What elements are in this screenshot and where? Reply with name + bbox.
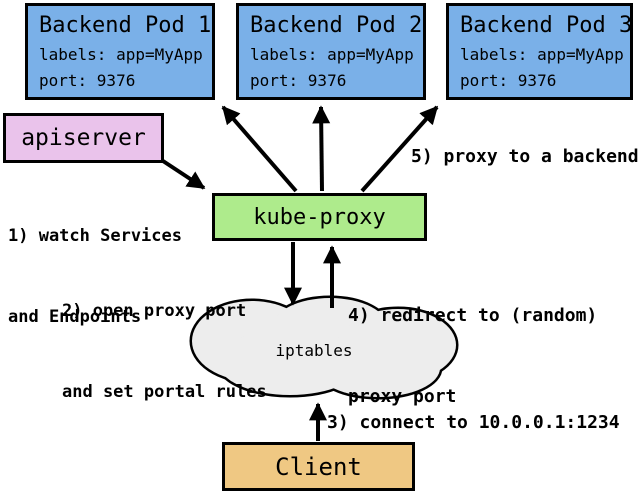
pod-labels: labels: app=MyApp [39,45,203,64]
step2-line1: 2) open proxy port [62,301,247,321]
arrow-kube-proxy-to-pod2 [312,105,331,192]
step1-annotation: 1) watch Services and Endpoints [8,169,182,385]
pod-title: Backend Pod 1 [39,13,212,38]
apiserver-box: apiserver [3,113,164,163]
backend-pod-1-box: Backend Pod 1 labels: app=MyApp port: 93… [25,3,215,100]
step3-annotation: 3) connect to 10.0.0.1:1234 [327,412,620,433]
arrow-kube-proxy-to-pod3 [360,105,439,193]
backend-pod-2-box: Backend Pod 2 labels: app=MyApp port: 93… [236,3,426,100]
client-box: Client [222,442,415,491]
step2-line2: and set portal rules [62,382,267,402]
pod-labels: labels: app=MyApp [460,45,624,64]
iptables-label: iptables [275,341,353,360]
pod-labels: labels: app=MyApp [250,45,414,64]
step2-annotation: 2) open proxy port and set portal rules [62,244,267,460]
step1-line2: and Endpoints [8,307,142,327]
backend-pod-3-box: Backend Pod 3 labels: app=MyApp port: 93… [446,3,633,100]
step1-line1: 1) watch Services [8,226,182,246]
pod-title: Backend Pod 2 [250,13,423,38]
pod-port: port: 9376 [39,71,136,90]
arrow-apiserver-to-kube-proxy [161,159,206,190]
step4-annotation: 4) redirect to (random) proxy port [348,248,597,464]
pod-port: port: 9376 [250,71,347,90]
pod-title: Backend Pod 3 [460,13,633,38]
step5-annotation: 5) proxy to a backend [411,146,639,167]
pod-port: port: 9376 [460,71,557,90]
kube-proxy-box: kube-proxy [212,193,427,241]
iptables-cloud [189,295,459,400]
step4-line2: proxy port [348,386,457,407]
step4-line1: 4) redirect to (random) [348,305,598,326]
arrow-kube-proxy-to-pod1 [221,105,298,193]
